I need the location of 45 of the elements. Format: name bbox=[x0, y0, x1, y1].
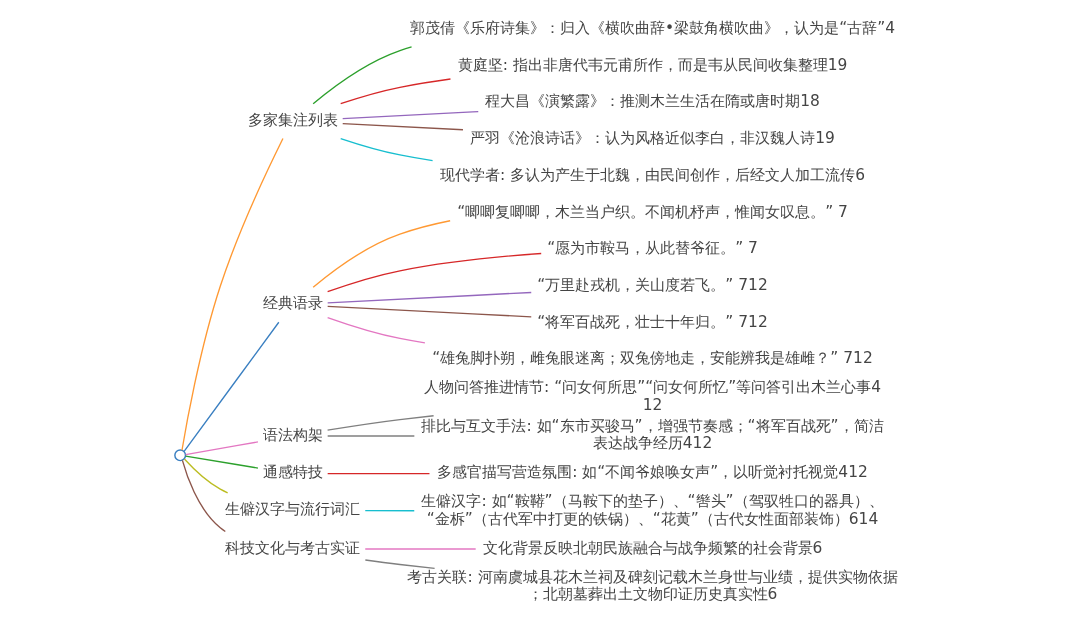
node-text: 考古关联: 河南虞城县花木兰祠及碑刻记载木兰身世与业绩，提供实物依据；北朝墓葬出土文物印证历史真实性6 bbox=[407, 567, 898, 604]
connector bbox=[342, 122, 464, 131]
node-text: 程大昌《演繁露》：推测木兰生活在隋或唐时期18 bbox=[485, 92, 820, 111]
connector bbox=[312, 46, 413, 105]
node-text: 人物问答推进情节: “问女何所思”“问女何所忆”等问答引出木兰心事412 bbox=[424, 378, 881, 414]
connector bbox=[326, 415, 435, 431]
node-text: 通感特技 bbox=[262, 463, 323, 482]
connector bbox=[326, 252, 542, 293]
connector bbox=[364, 509, 415, 512]
connector bbox=[364, 548, 477, 550]
connector bbox=[327, 291, 532, 304]
connector bbox=[326, 316, 426, 344]
connector bbox=[327, 305, 532, 318]
node-text: 生僻汉字: 如“鞍鞯”（马鞍下的垫子）、“辔头”（驾驭牲口的器具）、“金柝”（古代军中打更的铁锅）、“花黄”（古代女性面部装饰）614 bbox=[421, 492, 884, 528]
connector bbox=[312, 220, 451, 288]
connector bbox=[364, 559, 436, 569]
node-text: 经典语录 bbox=[262, 294, 323, 313]
connector bbox=[184, 441, 259, 456]
connector bbox=[181, 459, 226, 533]
connector bbox=[183, 321, 280, 452]
connector bbox=[327, 435, 416, 437]
node-text: 多感官描写营造氛围: 如“不闻爷娘唤女声”，以听觉衬托视觉412 bbox=[437, 463, 868, 482]
connector bbox=[183, 458, 229, 494]
node-text: 语法构架 bbox=[262, 425, 323, 444]
node-text: 多家集注列表 bbox=[247, 110, 338, 129]
connector bbox=[340, 78, 452, 105]
connector bbox=[184, 455, 259, 469]
node-text: 文化背景反映北朝民族融合与战争频繁的社会背景6 bbox=[482, 538, 823, 557]
connector bbox=[342, 110, 479, 120]
node-text: “雄兔脚扑朔，雌兔眼迷离；双兔傍地走，安能辨我是雄雌？” 712 bbox=[432, 349, 873, 368]
node-text: 生僻汉字与流行词汇 bbox=[225, 500, 361, 519]
node-text: 现代学者: 多认为产生于北魏，由民间创作，后经文人加工流传6 bbox=[440, 165, 865, 184]
node-circle bbox=[174, 449, 187, 462]
node-text: 科技文化与考古实证 bbox=[225, 538, 361, 557]
node-text: “将军百战死，壮士十年归。” 712 bbox=[537, 312, 768, 331]
node-text: “万里赴戎机，关山度若飞。” 712 bbox=[537, 275, 768, 294]
node-text: 黄庭坚: 指出非唐代韦元甫所作，而是韦从民间收集整理19 bbox=[457, 55, 848, 74]
node-text: “唧唧复唧唧，木兰当户织。不闻机杼声，惟闻女叹息。” 7 bbox=[457, 202, 848, 221]
node-text: 严羽《沧浪诗话》：认为风格近似李白，非汉魏人诗19 bbox=[470, 129, 835, 148]
node-text: 郭茂倩《乐府诗集》：归入《横吹曲辞•梁鼓角横吹曲》，认为是“古辞”4 bbox=[410, 19, 895, 38]
connector bbox=[327, 473, 431, 475]
connector bbox=[181, 137, 284, 451]
node-text: 排比与互文手法: 如“东市买骏马”，增强节奏感；“将军百战死”，简洁表达战争经历412 bbox=[421, 416, 884, 453]
connector bbox=[340, 137, 434, 162]
node-text: “愿为市鞍马，从此替爷征。” 7 bbox=[547, 239, 758, 258]
